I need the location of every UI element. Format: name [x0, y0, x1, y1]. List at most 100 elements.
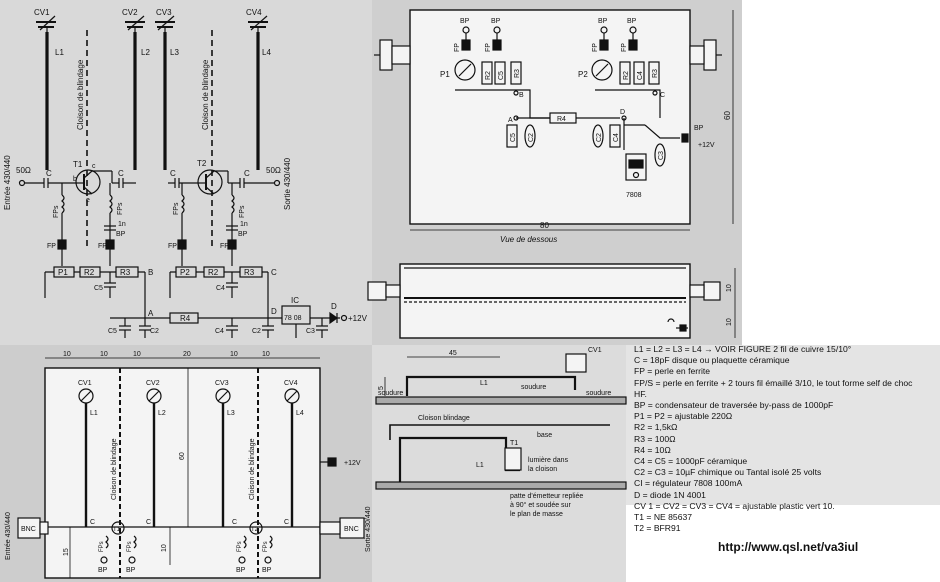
bp-label: BP	[98, 567, 108, 574]
bottom-view: BP BP BP BP FP FP FP FP P1 P2 R2 C5 R3 R…	[367, 9, 736, 339]
ic-label: IC	[291, 296, 299, 305]
fps-label: FPs	[127, 541, 133, 552]
r4-label: R4	[557, 116, 566, 123]
cap-c-label: C	[118, 169, 124, 178]
r2-label: R2	[485, 71, 492, 80]
bp-label: BP	[116, 231, 126, 238]
shield-label: Cloison de blindage	[249, 438, 256, 500]
fps-label: FPs	[99, 541, 105, 552]
patte-label: patte d'émetteur repliée	[510, 493, 583, 500]
cv2-label: CV2	[122, 8, 138, 17]
bp-label: BP	[694, 125, 704, 132]
l2-label: L2	[141, 48, 150, 57]
cap-c-label: C	[170, 169, 176, 178]
lumiere-label: lumière dans	[528, 457, 569, 464]
r4-label: R4	[180, 314, 191, 323]
legend: L1 = L2 = L3 = L4 → VOIR FIGURE 2 fil de…	[634, 344, 940, 534]
schematic: CV1 CV2 CV3 CV4 L1 L2 L3 L4 Cloison de b…	[3, 8, 368, 338]
l4-label: L4	[296, 410, 304, 417]
c3-label: C3	[306, 328, 315, 335]
fps-label: FPs	[117, 202, 124, 215]
bottom-bp-array	[461, 26, 638, 51]
regulator-label: 7808	[626, 192, 642, 199]
legend-line: T2 = BFR91	[634, 523, 681, 534]
c4-label: C4	[215, 328, 224, 335]
cv3-label: CV3	[215, 380, 229, 387]
bp-label: BP	[460, 18, 470, 25]
node-a: A	[148, 309, 154, 318]
emitter-label: e	[86, 197, 90, 204]
patte-label: le plan de masse	[510, 511, 563, 518]
chokes	[57, 183, 238, 266]
dim-10: 10	[63, 351, 71, 358]
lumiere-label: la cloison	[528, 466, 557, 473]
panel-cross-section	[372, 345, 626, 582]
fps-label: FPs	[173, 202, 180, 215]
input-label: Entrée 430/440	[3, 155, 12, 210]
c2-label: C2	[252, 328, 261, 335]
c5-label: C5	[108, 328, 117, 335]
dim-20: 20	[183, 351, 191, 358]
shield-label: Cloison blindage	[418, 415, 470, 422]
shield-label-2: Cloison de blindage	[201, 59, 210, 130]
t1-label: T1	[113, 527, 121, 533]
dim-15: 15	[63, 548, 70, 556]
supply-label: +12V	[344, 460, 361, 467]
c2-label: C2	[150, 328, 159, 335]
supply-label: +12V	[348, 314, 368, 323]
c4-label: C4	[637, 71, 644, 80]
c3-label: C3	[658, 151, 665, 160]
dim-10: 10	[726, 284, 733, 292]
node-c: C	[271, 268, 277, 277]
cap-c-label: C	[90, 519, 95, 526]
input-terminal	[18, 179, 26, 187]
bp-label: BP	[627, 18, 637, 25]
pcb-top-board	[44, 367, 321, 579]
r3-label: R3	[652, 69, 659, 78]
cv1-label: CV1	[78, 380, 92, 387]
l1-label: L1	[55, 48, 64, 57]
fp-label: FP	[592, 43, 599, 52]
cv3-trimmer	[155, 15, 175, 32]
source-url[interactable]: http://www.qsl.net/va3iul	[718, 540, 859, 554]
cap-c-label: C	[46, 169, 52, 178]
bp-label: BP	[598, 18, 608, 25]
dim-60: 60	[179, 452, 186, 460]
legend-line: T1 = NE 85637	[634, 512, 693, 523]
bp-label: BP	[236, 567, 246, 574]
p1-trimmer	[454, 59, 476, 81]
t2-label: T2	[197, 159, 207, 168]
fp-label: FP	[47, 243, 56, 250]
l1-label: L1	[476, 462, 484, 469]
solder-label: soudure	[378, 390, 403, 397]
bias-network	[44, 266, 348, 338]
transistor-t1	[75, 169, 113, 195]
legend-line: HF.	[634, 388, 647, 399]
dim-10: 10	[262, 351, 270, 358]
p1-label: P1	[440, 70, 450, 79]
legend-line: FP = perle en ferrite	[634, 366, 711, 377]
c2-label: C2	[528, 133, 535, 142]
panel-schematic	[0, 0, 372, 345]
side-view	[367, 263, 736, 339]
output-terminal	[273, 179, 281, 187]
cap-c-label: C	[284, 519, 289, 526]
base-label: b	[73, 176, 77, 183]
legend-line: FP/S = perle en ferrite + 2 tours fil ém…	[634, 377, 913, 388]
p2-trimmer	[591, 59, 613, 81]
cv3-label: CV3	[156, 8, 172, 17]
fp-label: FP	[485, 43, 492, 52]
c2-label: C2	[596, 133, 603, 142]
fps-label: FPs	[239, 205, 246, 218]
t1-label: T1	[510, 440, 518, 447]
r3-label: R3	[244, 268, 255, 277]
collector-label: c	[92, 163, 96, 170]
node-a: A	[508, 117, 513, 124]
cap-c-label: C	[232, 519, 237, 526]
shield-label: Cloison de blindage	[111, 438, 118, 500]
cv4-trimmer	[248, 15, 268, 32]
supply-label: +12V	[698, 142, 715, 149]
panel-legend	[626, 345, 940, 505]
dim-10: 10	[100, 351, 108, 358]
